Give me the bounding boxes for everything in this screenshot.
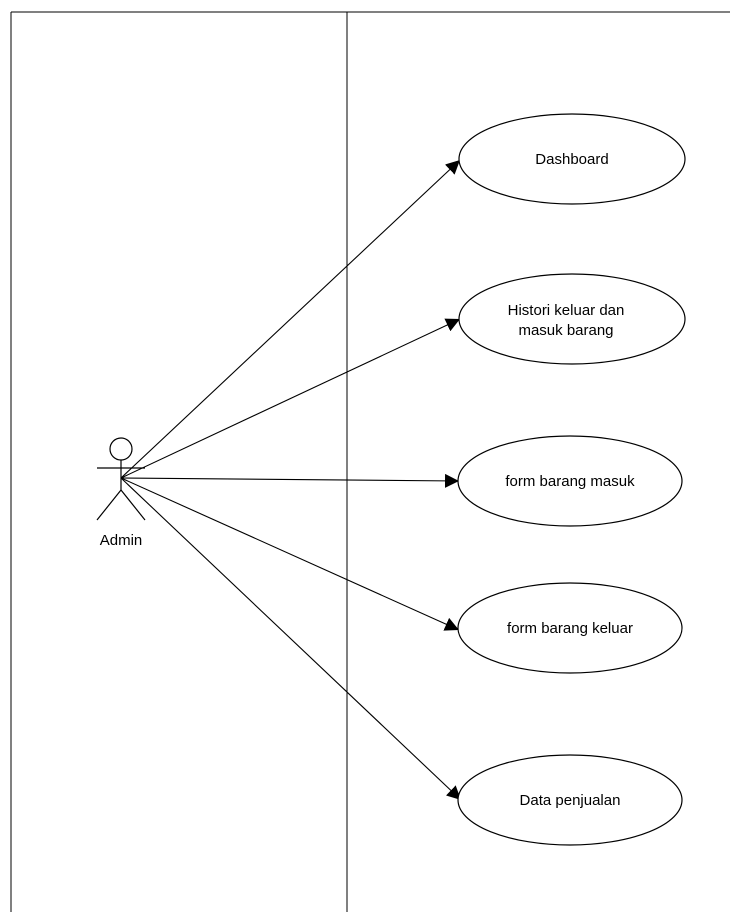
use-case-dashboard: Dashboard — [458, 113, 686, 205]
association-form-keluar — [120, 477, 460, 631]
use-case-label: Dashboard — [535, 151, 608, 168]
association-histori — [120, 318, 461, 479]
actor-leg-right — [120, 489, 146, 521]
association-form-masuk — [120, 473, 460, 488]
associations — [120, 159, 462, 801]
use-case-form-masuk: form barang masuk — [457, 435, 683, 527]
association-dashboard — [120, 159, 461, 479]
diagram-frame — [10, 11, 730, 912]
use-case-data-penjualan: Data penjualan — [457, 754, 683, 846]
use-case-ellipse — [457, 582, 683, 674]
use-case-label: form barang keluar — [507, 620, 633, 637]
use-case-label: form barang masuk — [505, 473, 635, 490]
actor-leg-left — [96, 489, 122, 521]
use-case-ellipse — [457, 754, 683, 846]
actor-label: Admin — [100, 532, 143, 549]
use-case-ellipse — [458, 113, 686, 205]
use-case-label-line-2: masuk barang — [518, 322, 613, 339]
use-case-ellipse — [457, 435, 683, 527]
use-case-histori: Histori keluar dan masuk barang — [458, 273, 686, 365]
use-case-label-line-1: Histori keluar dan — [508, 302, 625, 319]
use-case-form-keluar: form barang keluar — [457, 582, 683, 674]
use-case-label: Data penjualan — [520, 792, 621, 809]
association-data-penjualan — [120, 477, 462, 801]
actor-head — [109, 437, 133, 461]
use-case-ellipse — [458, 273, 686, 365]
actor-admin — [96, 437, 146, 521]
